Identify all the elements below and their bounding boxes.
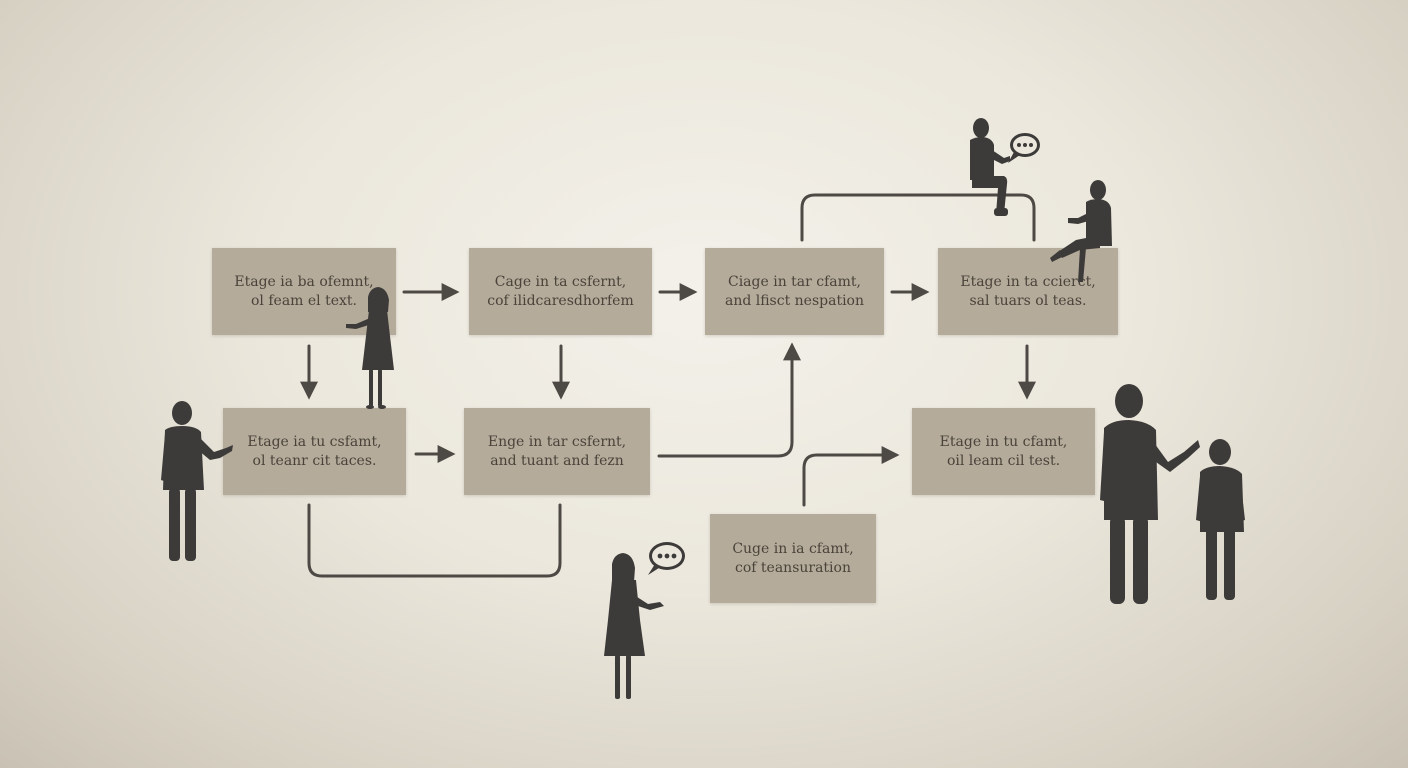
box-label-line2: ol teanr cit taces.: [252, 452, 377, 469]
man-gesturing-icon: [161, 401, 233, 561]
box-label-line1: Cage in ta csfernt,: [494, 273, 627, 290]
child-standing-icon: [1196, 439, 1245, 600]
loop-box5-box6: [307, 503, 562, 578]
man-sitting-icon: [970, 118, 1010, 216]
box-label-line2: and tuant and fezn: [490, 452, 624, 469]
process-box-3: Ciage in tar cfamt, and lfisct nespation: [705, 248, 884, 335]
arrow-box6-box3: [657, 342, 801, 458]
box-label-line1: Enge in tar csfernt,: [487, 433, 627, 450]
box-label-line2: cof ilidcaresdhorfem: [487, 292, 634, 309]
box-label-line2: and lfisct nespation: [724, 292, 865, 309]
box-label-line1: Etage ia ba ofemnt,: [234, 273, 374, 290]
speech-bubble-icon: [1008, 133, 1040, 163]
man-gesturing-icon: [1100, 384, 1200, 604]
box-label-line2: oil leam cil test.: [946, 452, 1061, 469]
speech-bubble-icon: [648, 542, 685, 575]
box-label-line1: Etage in ta ccierct,: [960, 273, 1096, 290]
box-label-line2: ol feam el text.: [251, 292, 357, 309]
process-box-4: Etage in ta ccierct, sal tuars ol teas.: [938, 248, 1118, 335]
box-label-line1: Cuge in ia cfamt,: [732, 540, 854, 557]
process-box-2: Cage in ta csfernt, cof ilidcaresdhorfem: [469, 248, 652, 335]
woman-speaking-icon: [604, 553, 664, 699]
process-box-8: Cuge in ia cfamt, cof teansuration: [710, 514, 876, 603]
box-label-line2: sal tuars ol teas.: [969, 292, 1087, 309]
box-label-line1: Ciage in tar cfamt,: [727, 273, 861, 290]
process-box-5: Etage ia tu csfamt, ol teanr cit taces.: [223, 408, 406, 495]
box-label-line1: Etage in tu cfamt,: [939, 433, 1068, 450]
process-box-6: Enge in tar csfernt, and tuant and fezn: [464, 408, 650, 495]
woman-gesturing-icon: [346, 287, 394, 409]
loop-box3-box4: [800, 193, 1036, 242]
arrow-box8-box7: [802, 446, 900, 507]
man-sitting-gesturing-icon: [1050, 180, 1112, 282]
box-label-line1: Etage ia tu csfamt,: [247, 433, 382, 450]
process-box-7: Etage in tu cfamt, oil leam cil test.: [912, 408, 1095, 495]
box-label-line2: cof teansuration: [735, 559, 851, 576]
